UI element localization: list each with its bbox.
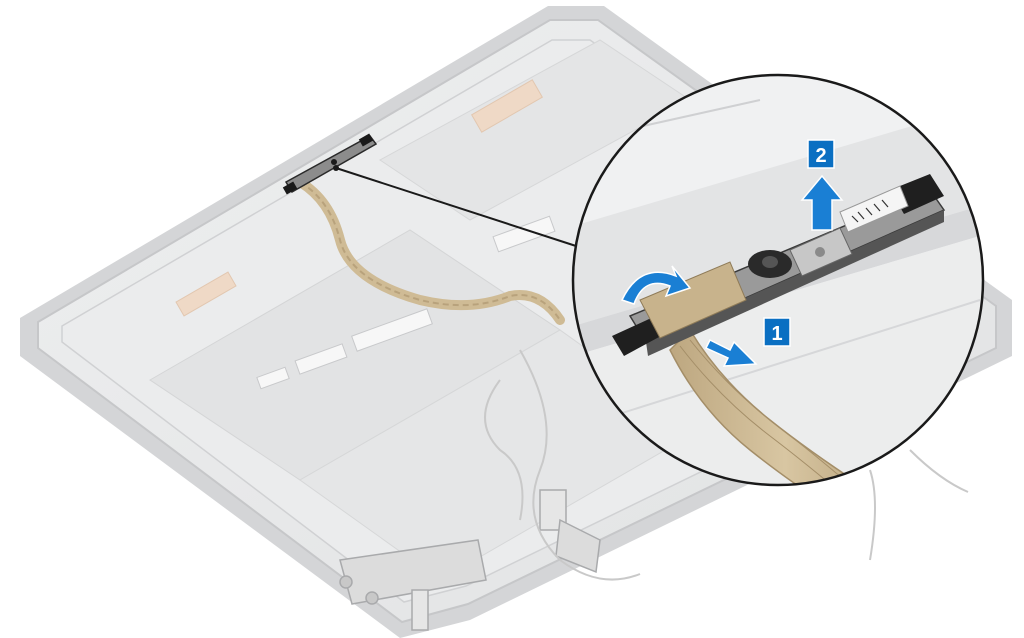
step-badge-1: 1 xyxy=(763,317,791,347)
step-badge-icon xyxy=(763,317,791,347)
step-badge-icon xyxy=(807,139,835,169)
rotate-arrow-icon xyxy=(620,265,692,305)
step-badge-2: 2 xyxy=(807,139,835,169)
hinge-brackets xyxy=(339,489,601,631)
lift-arrow-icon xyxy=(800,174,844,231)
pull-arrow-icon xyxy=(704,338,758,367)
zoom-callout xyxy=(571,73,985,487)
cover-labels xyxy=(256,215,556,390)
callout-leader-line xyxy=(335,167,577,247)
step-number-1: 1 xyxy=(771,323,782,345)
step-number-2: 2 xyxy=(815,145,826,167)
copper-tape-strips xyxy=(175,79,543,317)
callout-border xyxy=(571,73,985,487)
camera-cable xyxy=(295,177,565,325)
camera-module xyxy=(282,133,378,195)
antenna-wires xyxy=(484,349,969,581)
